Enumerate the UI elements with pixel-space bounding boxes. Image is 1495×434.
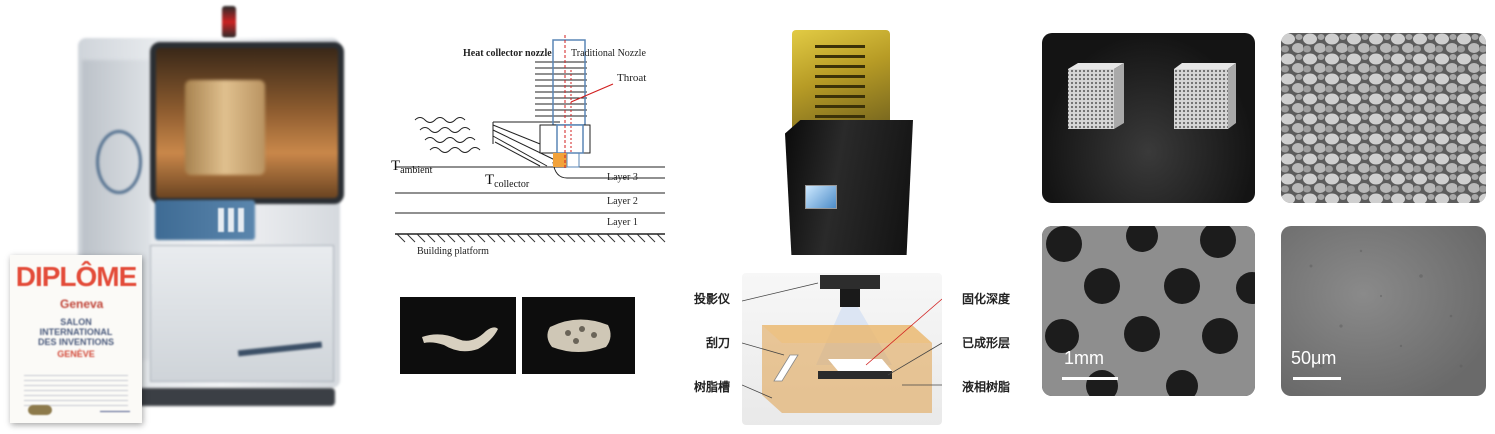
scale-bar-50um — [1293, 377, 1341, 380]
t-ambient-label: Tambient — [391, 158, 433, 176]
scale-bar-1mm — [1062, 377, 1118, 380]
diploma-title: DIPLÔME — [15, 261, 138, 292]
heat-collector-nozzle-label: Heat collector nozzle — [463, 48, 552, 59]
machine-cylinder — [185, 80, 265, 175]
schematic-drawing — [395, 35, 666, 243]
scale-label-1mm: 1mm — [1064, 348, 1104, 368]
collector-fins — [492, 121, 665, 179]
diploma-fine-print — [24, 375, 128, 409]
sem-porous-scaffold: 1mm — [1042, 226, 1255, 396]
platform-hatch — [396, 233, 666, 243]
meniscus-implant-shape — [547, 319, 611, 352]
diploma-seal — [28, 405, 52, 415]
projector-body — [820, 275, 880, 289]
throat-label: Throat — [617, 72, 647, 84]
machine-door — [150, 245, 334, 382]
projector-label: 投影仪 — [694, 292, 731, 306]
resin-surface — [762, 325, 932, 343]
nozzle-schematic: Heat collector nozzle Traditional Nozzle… — [385, 30, 675, 270]
printer-build-platform — [815, 45, 865, 125]
printer-screen — [805, 185, 837, 209]
layer-1-label: Layer 1 — [607, 217, 638, 228]
scraper-label: 刮刀 — [706, 336, 731, 350]
nozzle-exit — [566, 152, 580, 168]
liquid-resin-label: 液相树脂 — [962, 380, 1011, 394]
diploma-signature — [100, 401, 130, 412]
heat-zone — [553, 153, 567, 167]
lattice-cubes-photo — [1042, 33, 1255, 203]
printer-machine-photo: DIPLÔME Geneva SALON INTERNATIONAL DES I… — [0, 0, 360, 434]
printed-part-photo-1 — [400, 297, 516, 374]
control-buttons — [218, 208, 248, 232]
sem-particle-surface — [1281, 33, 1486, 203]
diploma-logo: Geneva — [60, 297, 104, 311]
sla-process-diagram — [741, 273, 943, 425]
formed-layer-label: 已成形层 — [962, 336, 1011, 350]
scale-label-50um: 50μm — [1291, 348, 1337, 368]
printed-part-photo-2 — [522, 297, 635, 374]
lattice-cube-right — [1174, 63, 1236, 129]
formed-part — [818, 371, 892, 379]
cured-layer — [828, 359, 892, 371]
projector-lens — [840, 289, 860, 307]
machine-base — [95, 388, 335, 406]
traditional-nozzle-label: Traditional Nozzle — [571, 48, 646, 59]
sem-smooth-surface: 50μm — [1281, 226, 1486, 396]
surface-pits — [1309, 249, 1463, 368]
status-light — [222, 6, 236, 38]
ambient-heat-waves — [414, 117, 481, 153]
sla-printer-photo — [770, 25, 920, 265]
lattice-cube-left — [1068, 63, 1124, 129]
resin-tank-label: 树脂槽 — [694, 380, 731, 394]
scaffold-pores — [1045, 226, 1255, 396]
heat-sink-fins — [535, 61, 587, 117]
scraper-blade — [773, 354, 799, 382]
machine-emblem — [96, 130, 142, 194]
building-platform-label: Building platform — [417, 246, 489, 257]
layer-2-label: Layer 2 — [607, 196, 638, 207]
cure-depth-label: 固化深度 — [962, 292, 1011, 306]
bone-implant-shape — [422, 327, 498, 352]
diploma-certificate: DIPLÔME Geneva SALON INTERNATIONAL DES I… — [10, 255, 142, 423]
throat-pointer — [570, 83, 614, 103]
layer-3-label: Layer 3 — [607, 172, 638, 183]
t-collector-label: Tcollector — [485, 172, 530, 190]
